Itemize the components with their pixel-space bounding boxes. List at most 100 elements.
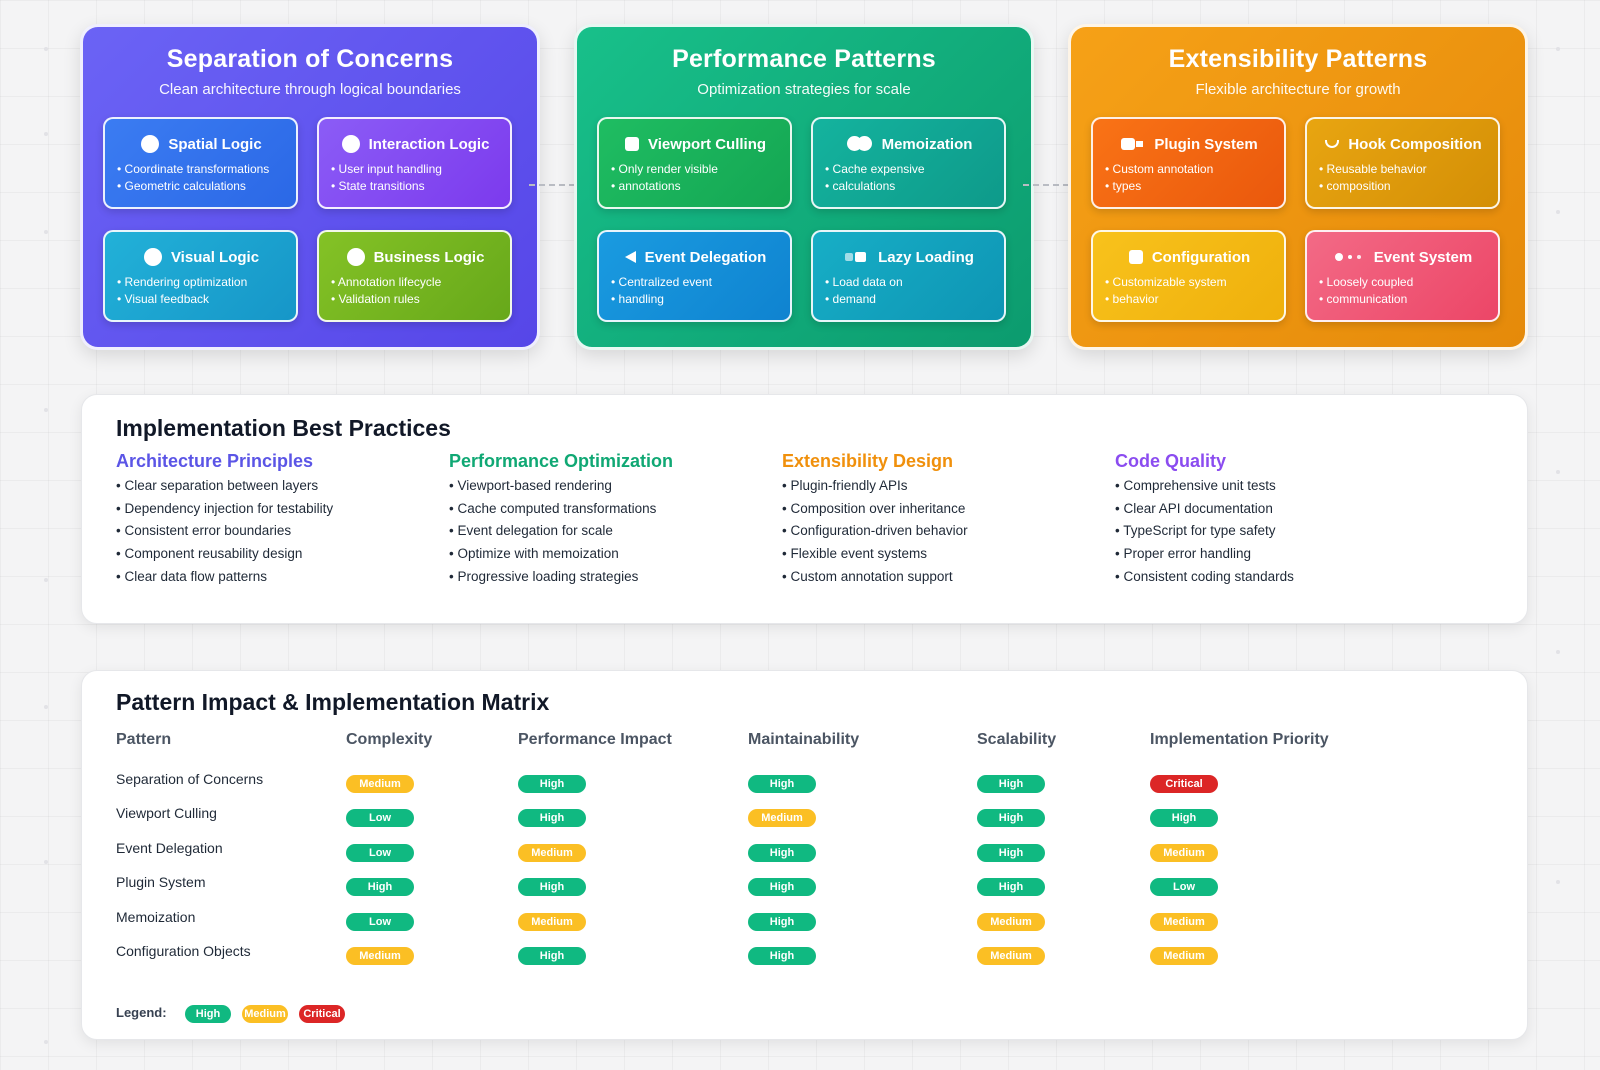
bp-item: Plugin-friendly APIs	[782, 475, 1102, 498]
matrix-header-scalability: Scalability	[977, 731, 1057, 748]
badge-complexity: High	[346, 878, 414, 897]
double-circle-icon	[846, 136, 873, 152]
bp-item: Composition over inheritance	[782, 498, 1102, 521]
section-title: Pattern Impact & Implementation Matrix	[116, 689, 550, 715]
matrix-header-maintainability: Maintainability	[748, 731, 860, 748]
background-dot	[44, 47, 48, 51]
badge-scalability: High	[977, 775, 1045, 793]
card-plugin-system: Plugin System Custom annotation types	[1091, 117, 1286, 209]
card-item: composition	[1319, 178, 1488, 195]
card-item: annotations	[611, 178, 780, 195]
bp-item: Custom annotation support	[782, 566, 1102, 589]
card-title: Memoization	[881, 135, 973, 153]
badge-maintainability: High	[748, 912, 816, 931]
card-item: behavior	[1105, 291, 1274, 308]
bp-item: Event delegation for scale	[449, 520, 769, 543]
impact-matrix-section: Pattern Impact & Implementation Matrix P…	[81, 670, 1528, 1040]
square-icon	[1128, 250, 1143, 264]
card-title: Configuration	[1151, 248, 1251, 266]
matrix-row-name: Configuration Objects	[116, 943, 251, 959]
bp-item: Clear data flow patterns	[116, 566, 436, 589]
panel-title: Separation of Concerns	[166, 45, 454, 73]
bp-item: Consistent coding standards	[1115, 566, 1435, 589]
bp-item: Viewport-based rendering	[449, 475, 769, 498]
performance-patterns-panel: Performance Patterns Optimization strate…	[574, 24, 1034, 350]
card-item: Only render visible	[611, 161, 780, 178]
card-item: Customizable system	[1105, 274, 1274, 291]
section-title: Implementation Best Practices	[116, 415, 451, 441]
card-item: calculations	[825, 178, 994, 195]
panel-title: Extensibility Patterns	[1168, 45, 1428, 73]
badge-performance: High	[518, 947, 586, 965]
card-item: communication	[1319, 291, 1488, 308]
bp-heading: Architecture Principles	[116, 451, 314, 471]
background-dot	[1556, 470, 1560, 474]
panel-subtitle: Optimization strategies for scale	[697, 81, 911, 98]
matrix-row-name: Memoization	[116, 908, 196, 925]
background-dot	[1556, 210, 1560, 214]
badge-priority: Low	[1150, 878, 1218, 897]
background-dot	[44, 860, 48, 864]
background-dot	[1556, 880, 1560, 884]
bp-column-architecture: Architecture Principles Clear separation…	[116, 451, 436, 589]
matrix-header-implementation-priority: Implementation Priority	[1150, 731, 1329, 748]
card-title: Lazy Loading	[878, 248, 974, 266]
legend-label: Legend:	[116, 1005, 167, 1020]
badge-priority: Medium	[1150, 947, 1218, 965]
bp-item: Proper error handling	[1115, 543, 1435, 566]
card-title: Hook Composition	[1348, 135, 1482, 153]
card-title: Visual Logic	[170, 248, 260, 266]
card-item: Coordinate transformations	[117, 161, 286, 178]
card-item: Reusable behavior	[1319, 161, 1488, 178]
card-item: Validation rules	[331, 291, 500, 308]
card-lazy-loading: Lazy Loading Load data on demand	[811, 230, 1006, 322]
card-item: demand	[825, 291, 994, 308]
card-item: Load data on	[825, 274, 994, 291]
matrix-header-performance-impact: Performance Impact	[518, 731, 672, 748]
background-dot	[1556, 650, 1560, 654]
badge-scalability: Medium	[977, 947, 1045, 965]
badge-priority: Medium	[1150, 912, 1218, 931]
bp-heading: Performance Optimization	[449, 451, 674, 471]
panel-subtitle: Clean architecture through logical bound…	[159, 81, 461, 98]
square-icon	[624, 137, 639, 151]
card-event-delegation: Event Delegation Centralized event handl…	[597, 230, 792, 322]
card-memoization: Memoization Cache expensive calculations	[811, 117, 1006, 209]
card-spatial-logic: Spatial Logic Coordinate transformations…	[103, 117, 298, 209]
matrix-row-name: Viewport Culling	[116, 805, 217, 822]
card-title: Viewport Culling	[647, 135, 767, 153]
bp-item: Dependency injection for testability	[116, 498, 436, 521]
badge-performance: Medium	[518, 843, 586, 862]
card-title: Event Delegation	[644, 248, 767, 266]
bp-item: Component reusability design	[116, 543, 436, 566]
background-dot	[44, 705, 48, 709]
badge-priority: Critical	[1150, 775, 1218, 793]
bp-item: Optimize with memoization	[449, 543, 769, 566]
badge-maintainability: High	[748, 947, 816, 965]
card-item: handling	[611, 291, 780, 308]
matrix-header-complexity: Complexity	[346, 731, 433, 748]
card-item: User input handling	[331, 161, 500, 178]
bp-item: Cache computed transformations	[449, 498, 769, 521]
card-item: Cache expensive	[825, 161, 994, 178]
bp-item: TypeScript for type safety	[1115, 520, 1435, 543]
background-dot	[44, 230, 48, 234]
bp-item: Clear separation between layers	[116, 475, 436, 498]
bp-item: Consistent error boundaries	[116, 520, 436, 543]
badge-complexity: Low	[346, 843, 414, 862]
bp-column-performance: Performance Optimization Viewport-based …	[449, 451, 769, 589]
card-item: Annotation lifecycle	[331, 274, 500, 291]
panel-subtitle: Flexible architecture for growth	[1195, 81, 1401, 98]
matrix-row-name: Plugin System	[116, 874, 206, 891]
circle-icon	[346, 248, 365, 266]
badge-priority: Medium	[1150, 843, 1218, 862]
badge-maintainability: High	[748, 843, 816, 862]
bp-item: Progressive loading strategies	[449, 566, 769, 589]
background-dot	[44, 132, 48, 136]
bp-item: Comprehensive unit tests	[1115, 475, 1435, 498]
card-title: Interaction Logic	[368, 135, 490, 153]
card-item: Rendering optimization	[117, 274, 286, 291]
blocks-icon	[845, 252, 869, 262]
badge-performance: High	[518, 878, 586, 897]
bp-column-code-quality: Code Quality Comprehensive unit tests Cl…	[1115, 451, 1435, 589]
